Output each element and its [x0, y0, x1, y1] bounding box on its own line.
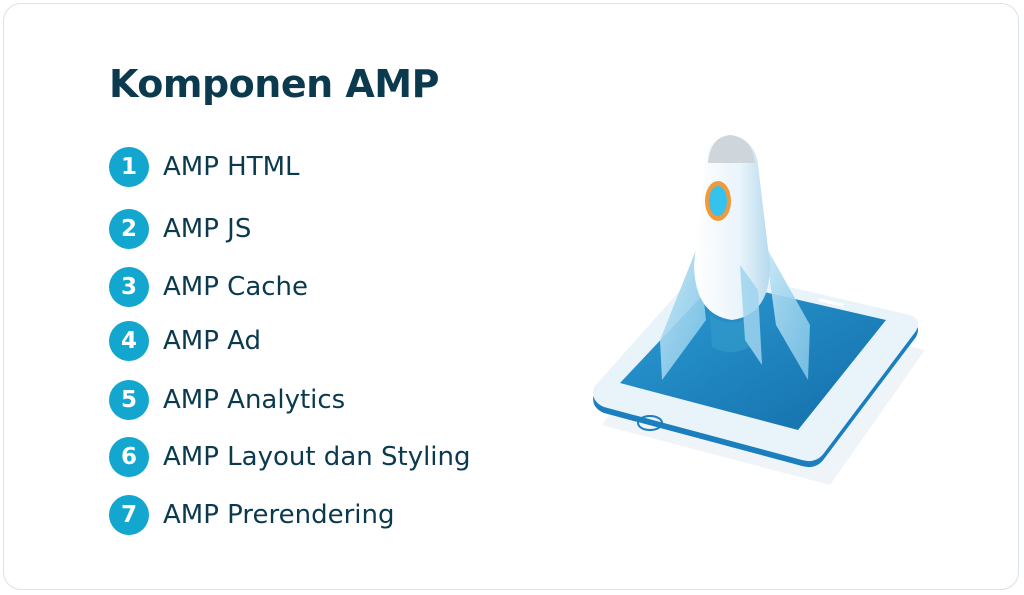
list-item-label: AMP Ad — [163, 326, 261, 356]
number-badge: 2 — [109, 209, 149, 249]
list-item: 3 AMP Cache — [109, 267, 308, 307]
rocket-phone-illustration-icon — [593, 135, 925, 485]
rocket-fin-center — [740, 265, 762, 365]
number-badge: 1 — [109, 147, 149, 187]
list-item-label: AMP Layout dan Styling — [163, 442, 471, 472]
page-title: Komponen AMP — [109, 62, 439, 106]
list-item: 2 AMP JS — [109, 209, 251, 249]
speaker-icon — [818, 298, 844, 307]
list-item-label: AMP Prerendering — [163, 500, 395, 530]
rocket-nose — [708, 135, 755, 163]
list-item: 1 AMP HTML — [109, 147, 300, 187]
list-item: 5 AMP Analytics — [109, 380, 345, 420]
list-item-label: AMP HTML — [163, 152, 300, 182]
number-badge: 5 — [109, 380, 149, 420]
list-item: 6 AMP Layout dan Styling — [109, 437, 471, 477]
rocket-nozzle — [710, 315, 752, 352]
list-item-label: AMP Analytics — [163, 385, 346, 415]
rocket-fin-right — [765, 245, 810, 380]
card: Komponen AMP 1 AMP HTML 2 AMP JS 3 AMP C… — [3, 3, 1019, 590]
rocket-window-icon — [709, 186, 727, 216]
number-badge: 3 — [109, 267, 149, 307]
list-item: 4 AMP Ad — [109, 321, 261, 361]
rocket-fin-left — [660, 245, 706, 380]
list-item-label: AMP JS — [163, 214, 252, 244]
number-badge: 6 — [109, 437, 149, 477]
list-item: 7 AMP Prerendering — [109, 495, 395, 535]
rocket-body — [694, 135, 770, 320]
home-button-icon — [637, 415, 663, 431]
list-item-label: AMP Cache — [163, 272, 309, 302]
number-badge: 4 — [109, 321, 149, 361]
number-badge: 7 — [109, 495, 149, 535]
